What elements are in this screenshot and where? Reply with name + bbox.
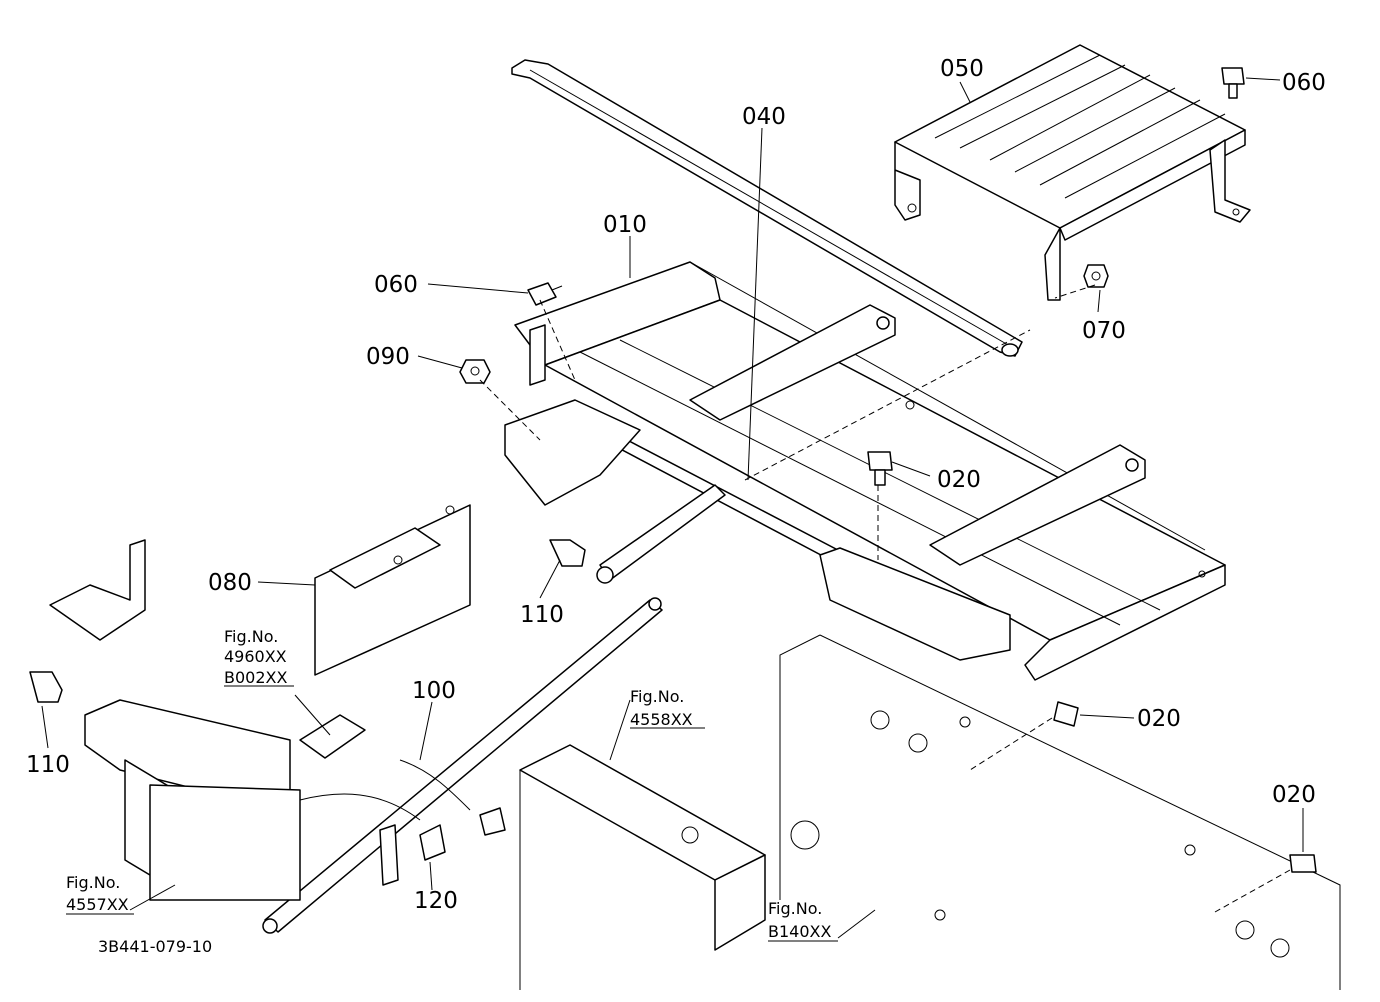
label-110-left: 110: [26, 752, 70, 778]
figref-4557-title: Fig.No.: [66, 873, 120, 892]
label-090: 090: [366, 344, 410, 370]
label-060-left: 060: [374, 272, 418, 298]
label-120: 120: [414, 888, 458, 914]
nut-070: [1083, 264, 1109, 288]
figure-references: Fig.No. 4960XX B002XX Fig.No. 4558XX Fig…: [66, 627, 838, 942]
diagram-id: 3B441-079-10: [98, 937, 212, 956]
figref-4558-no: 4558XX: [630, 710, 693, 729]
figref-4960-title: Fig.No.: [224, 627, 278, 646]
bolt-110-left: [29, 671, 63, 703]
nut-090: [459, 359, 491, 384]
label-080: 080: [208, 570, 252, 596]
label-060-right: 060: [1282, 70, 1326, 96]
figref-4960-no: 4960XX: [224, 647, 287, 666]
seat-bracket-050: [894, 44, 1251, 301]
label-100: 100: [412, 678, 456, 704]
figref-b140-no: B140XX: [768, 922, 831, 941]
part-labels: 010 020 020 020 040 050 060 060 070 080 …: [26, 56, 1326, 914]
label-020-right: 020: [1137, 706, 1181, 732]
label-110-center: 110: [520, 602, 564, 628]
label-020-bottom: 020: [1272, 782, 1316, 808]
harness-120: [299, 714, 506, 886]
bolt-020-top: [867, 451, 893, 486]
bolt-020-right: [1053, 701, 1079, 727]
cover-080: [314, 504, 471, 676]
figref-4557-no: 4557XX: [66, 895, 129, 914]
label-010: 010: [603, 212, 647, 238]
frame-4558xx: [519, 744, 766, 990]
left-pedal-bracket: [49, 324, 641, 901]
label-020-top: 020: [937, 467, 981, 493]
label-040: 040: [742, 104, 786, 130]
label-050: 050: [940, 56, 984, 82]
bolt-110-center: [549, 539, 586, 567]
bolt-060-left: [527, 282, 563, 306]
frame-plate-b140xx: [779, 634, 1341, 990]
bolt-020-bottom: [1289, 854, 1317, 873]
figref-b002-no: B002XX: [224, 668, 287, 687]
leader-lines: [41, 77, 1304, 939]
shaft-assembly: [262, 417, 1011, 934]
figref-b140-title: Fig.No.: [768, 899, 822, 918]
bolt-060-right: [1221, 67, 1245, 99]
label-070: 070: [1082, 318, 1126, 344]
projection-lines: [479, 284, 1291, 913]
figref-4558-title: Fig.No.: [630, 687, 684, 706]
hand-rail-040: [511, 59, 1023, 357]
